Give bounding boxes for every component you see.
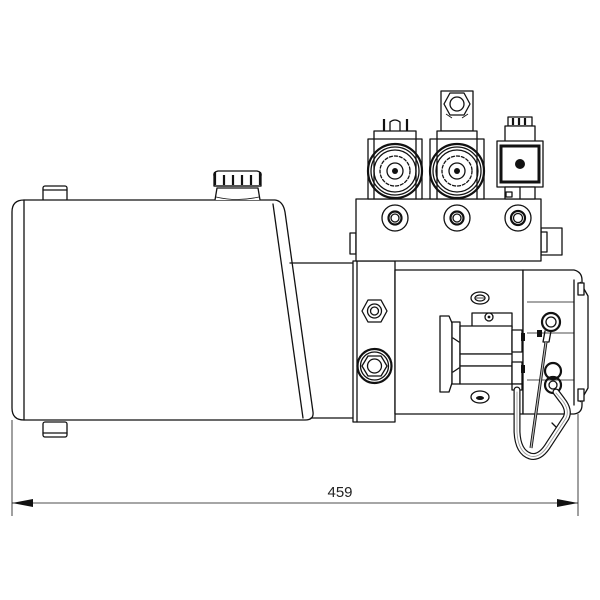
pump-mount-screw-bottom — [470, 390, 490, 404]
valve-port-3 — [504, 204, 532, 232]
solenoid-valve-1 — [366, 119, 424, 200]
pump-mount-screw-top — [470, 291, 490, 305]
valve-port-2 — [443, 204, 471, 232]
filler-cap — [213, 170, 262, 201]
reservoir-tank — [11, 170, 314, 438]
ground-cable — [529, 341, 548, 449]
return-hose-loop — [513, 386, 571, 460]
bottom-mounting-lug — [42, 421, 68, 438]
solenoid-valve-2 — [428, 90, 486, 200]
pressure-port-fitting — [361, 299, 388, 323]
dimension-label: 459 — [327, 484, 352, 501]
overall-length-dimension: 459 — [11, 414, 579, 516]
solenoid-valve-3 — [496, 116, 544, 200]
valve-block — [349, 198, 563, 262]
pump-bell-housing — [289, 262, 355, 419]
valve-port-1 — [381, 204, 409, 232]
top-mounting-lug — [42, 185, 68, 202]
gear-pump — [439, 312, 525, 393]
center-flange — [352, 260, 396, 423]
return-port-fitting — [356, 347, 393, 385]
